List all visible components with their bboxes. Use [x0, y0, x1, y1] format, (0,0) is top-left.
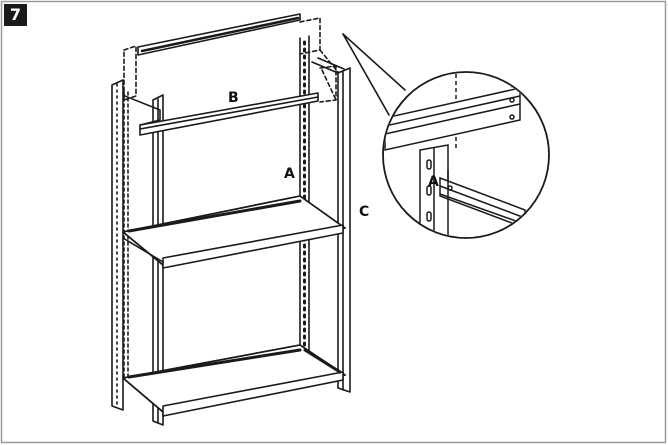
upright-c [311, 57, 351, 393]
top-beam [137, 13, 301, 56]
detail-leader-bottom [342, 33, 390, 116]
shelf-unit [111, 13, 406, 426]
beam-b [124, 92, 319, 136]
label-upright-c: C [359, 204, 369, 220]
bottom-shelf [122, 344, 346, 417]
label-beam-b: B [228, 90, 239, 106]
detail-callout [382, 71, 550, 239]
step-number-badge: 7 [4, 4, 27, 26]
upright-a [299, 35, 310, 356]
detail-leader-top [342, 33, 406, 91]
label-upright-a: A [284, 166, 295, 182]
upright-front-left [111, 79, 124, 411]
label-detail-a: A [428, 174, 439, 190]
top-beam-ghost [123, 17, 339, 103]
middle-shelf [122, 195, 346, 269]
